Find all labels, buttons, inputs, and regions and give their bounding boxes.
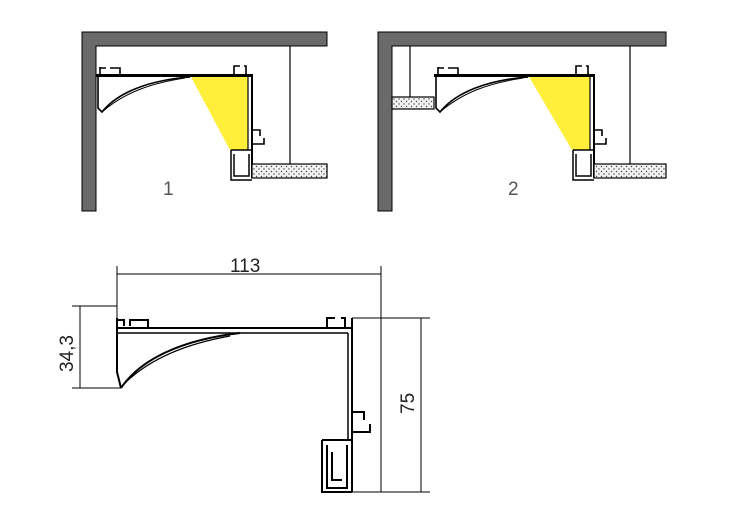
profile-side-clip-2 <box>594 129 607 145</box>
dim-width-label: 113 <box>230 256 260 277</box>
profile-top-clip-1 <box>233 65 247 74</box>
view-label-2: 2 <box>508 179 519 200</box>
profile-channel-2 <box>572 150 594 181</box>
wall-ceiling-1 <box>81 31 328 212</box>
view-1: 1 <box>81 31 328 212</box>
profile-top-bar-1 <box>96 74 252 77</box>
view-label-1: 1 <box>163 179 174 200</box>
detail-top-clip <box>326 317 346 328</box>
wall-ceiling-2 <box>377 31 667 212</box>
light-beam-1 <box>190 75 248 150</box>
profile-top-bar-2 <box>434 74 594 77</box>
view-2: 2 <box>377 31 667 212</box>
detail-side-clip <box>352 411 371 433</box>
profile-detail <box>72 266 430 493</box>
profile-curve-1 <box>97 76 191 114</box>
detail-curve <box>120 332 241 389</box>
profile-left-clip-2 <box>437 67 459 76</box>
dim-total-label: 75 <box>398 393 419 414</box>
light-beam-2 <box>528 75 590 150</box>
plasterboard-2b <box>593 163 667 179</box>
plasterboard-1 <box>251 163 328 179</box>
detail-channel <box>321 439 352 493</box>
detail-left-clip <box>116 318 149 334</box>
profile-curve-2 <box>435 76 529 114</box>
profile-side-clip-1 <box>252 129 265 145</box>
dim-small-label: 34,3 <box>57 335 78 372</box>
profile-channel-1 <box>230 150 252 181</box>
profile-left-clip-1 <box>99 67 121 76</box>
plasterboard-2a <box>391 96 435 110</box>
profile-top-clip-2 <box>575 65 589 74</box>
